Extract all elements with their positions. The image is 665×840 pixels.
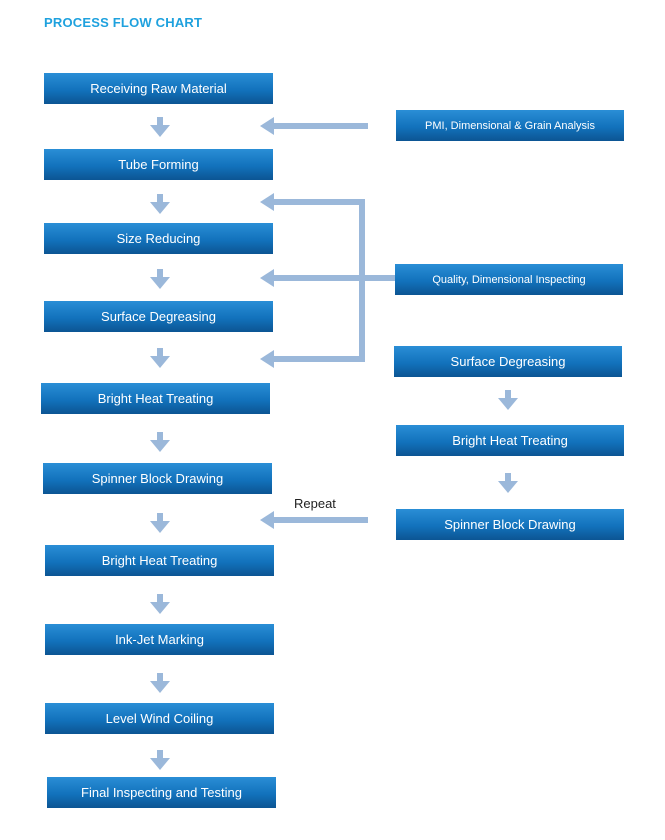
down-arrow-icon [150, 117, 170, 137]
down-arrow-icon [150, 194, 170, 214]
page-title: PROCESS FLOW CHART [44, 15, 203, 30]
step-final-inspecting-testing: Final Inspecting and Testing [47, 777, 276, 808]
down-arrow-icon [150, 594, 170, 614]
step-quality-inspecting: Quality, Dimensional Inspecting [395, 264, 623, 295]
side-step-spinner-block-drawing: Spinner Block Drawing [396, 509, 624, 540]
left-arrow-icon [260, 117, 368, 135]
side-step-bright-heat-treating: Bright Heat Treating [396, 425, 624, 456]
step-level-wind-coiling: Level Wind Coiling [45, 703, 274, 734]
down-arrow-icon [150, 269, 170, 289]
step-pmi-analysis: PMI, Dimensional & Grain Analysis [396, 110, 624, 141]
step-surface-degreasing: Surface Degreasing [44, 301, 273, 332]
down-arrow-icon [150, 348, 170, 368]
down-arrow-icon [150, 750, 170, 770]
side-step-surface-degreasing: Surface Degreasing [394, 346, 622, 377]
inspection-bracket [260, 193, 396, 368]
repeat-arrow-icon [260, 511, 368, 529]
down-arrow-icon [150, 432, 170, 452]
step-tube-forming: Tube Forming [44, 149, 273, 180]
down-arrow-icon [498, 473, 518, 493]
repeat-label: Repeat [294, 496, 336, 511]
step-receiving-raw-material: Receiving Raw Material [44, 73, 273, 104]
step-size-reducing: Size Reducing [44, 223, 273, 254]
step-spinner-block-drawing: Spinner Block Drawing [43, 463, 272, 494]
step-ink-jet-marking: Ink-Jet Marking [45, 624, 274, 655]
down-arrow-icon [150, 513, 170, 533]
down-arrow-icon [150, 673, 170, 693]
step-bright-heat-treating: Bright Heat Treating [41, 383, 270, 414]
down-arrow-icon [498, 390, 518, 410]
step-bright-heat-treating-2: Bright Heat Treating [45, 545, 274, 576]
